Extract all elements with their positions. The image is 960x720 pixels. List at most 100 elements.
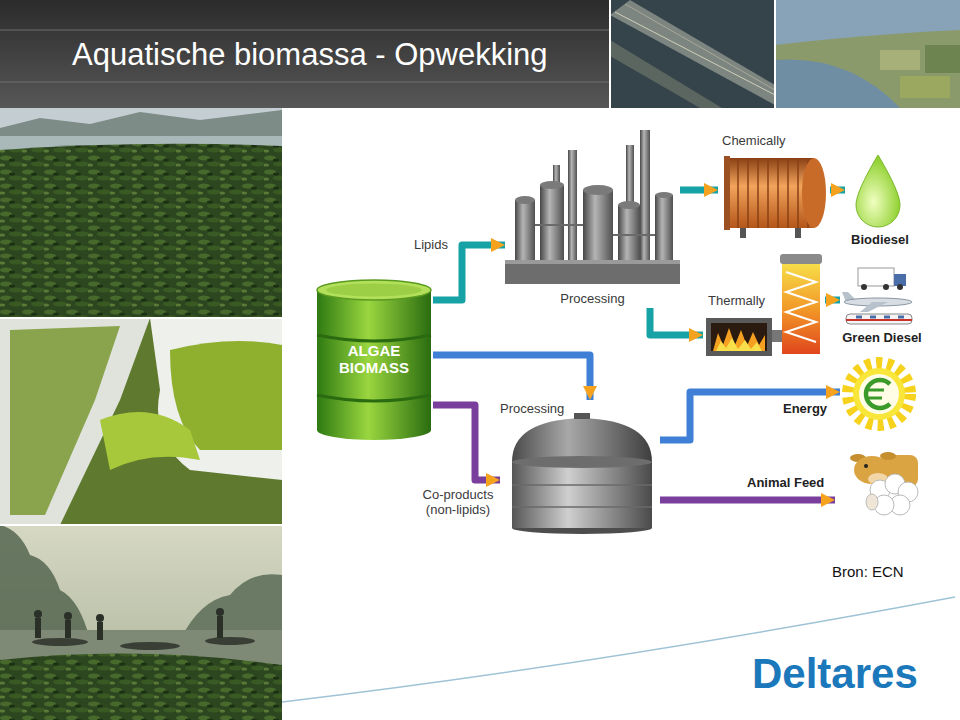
refinery-part — [505, 260, 680, 264]
slide-illustration-part — [0, 317, 282, 319]
node-label: Processing — [500, 402, 564, 417]
refinery-part — [655, 192, 673, 198]
thermal-plant-part — [711, 323, 767, 351]
node-label: Green Diesel — [842, 331, 922, 346]
digester-tank-part — [512, 462, 652, 528]
pipe-connector — [433, 355, 590, 400]
harvest-photo-part — [96, 614, 104, 622]
decor-curve — [282, 597, 955, 702]
refinery-part — [540, 185, 564, 262]
thermal-node: Thermally — [703, 250, 825, 360]
coast-photo — [775, 0, 960, 108]
edge-label: Co-products (non-lipids) — [414, 488, 502, 518]
algae-barrel — [317, 280, 431, 440]
pipe-connector — [660, 497, 835, 504]
transport-icons-part — [870, 316, 876, 319]
pipe-connector — [650, 308, 703, 335]
refinery-part — [613, 234, 655, 236]
transport-icons-part — [897, 284, 903, 290]
harvest-photo-part — [216, 608, 224, 616]
transport-node: Green Diesel — [840, 266, 924, 346]
harvest-photo-part — [34, 610, 42, 618]
algae-pouring-photo-part — [0, 318, 282, 525]
pipe-connector — [660, 392, 840, 440]
algae-barrel-part — [326, 284, 422, 297]
bridge-photo-part — [625, 4, 775, 90]
pipe-connector — [433, 405, 500, 480]
barrel-node: ALGAE BIOMASS — [315, 278, 433, 440]
chemical-reactor-part-part — [787, 158, 789, 228]
pipe-connector — [825, 297, 840, 304]
harvest-photo-part — [32, 638, 88, 646]
thermal-plant-part — [716, 338, 762, 351]
node-label: Animal Feed — [747, 476, 824, 491]
transport-icons-part — [884, 316, 890, 319]
chemical-reactor-part — [740, 228, 746, 238]
refinery-part — [505, 260, 680, 284]
thermal-plant-part — [786, 272, 816, 342]
digester-node: Processing — [500, 400, 660, 532]
chemical-reactor-part — [728, 158, 814, 228]
slide-illustration-part — [609, 0, 611, 108]
digester-tank — [512, 413, 652, 534]
refinery-part — [515, 200, 535, 262]
biodiesel-drop-part — [856, 155, 900, 227]
refinery-part — [583, 190, 613, 262]
pipe-connector — [433, 245, 505, 300]
title-band — [0, 0, 610, 108]
refinery-part — [640, 130, 650, 260]
energy-sun-part — [853, 368, 905, 420]
harvest-photo-part — [65, 620, 71, 638]
refinery-part — [540, 181, 564, 189]
thermal-plant-part — [706, 318, 772, 356]
title-band-part — [0, 0, 610, 108]
transport-icons — [842, 268, 912, 324]
chemical-reactor-part-part — [737, 158, 739, 228]
animal-feed-icon — [850, 452, 918, 515]
thermal-plant-part — [782, 262, 820, 354]
bridge-photo — [610, 0, 775, 108]
algae-pouring-photo-part — [100, 412, 200, 470]
node-label: Processing — [560, 292, 624, 307]
transport-icons-part — [846, 314, 912, 324]
refinery-part — [535, 224, 583, 226]
biodiesel-drop — [856, 155, 900, 227]
reactor-node: Chemically — [718, 132, 830, 240]
animal-feed-icon-part — [866, 494, 878, 510]
harvest-photo-part — [0, 654, 282, 720]
harvest-photo-part — [97, 622, 103, 640]
refinery-part — [618, 201, 640, 209]
digester-tank-part — [512, 418, 652, 462]
refinery-part — [655, 195, 673, 262]
refinery-part — [568, 150, 577, 260]
chemical-reactor-part-part — [757, 158, 759, 228]
harvest-photo-part — [0, 525, 282, 720]
title-band-part — [0, 82, 610, 83]
node-label: Chemically — [722, 134, 786, 149]
digester-tank-part — [512, 484, 652, 486]
energy-sun-part — [866, 380, 890, 408]
harvest-photo — [0, 525, 282, 720]
coast-photo-part — [775, 0, 960, 108]
coast-photo-part — [900, 76, 950, 98]
refinery-node: Processing — [505, 128, 680, 308]
edge-label: Lipids — [412, 238, 456, 253]
algae-barrel-part — [317, 395, 431, 401]
transport-icons-part — [860, 302, 888, 312]
coast-photo-part — [775, 30, 960, 108]
pipe-connector — [830, 187, 845, 194]
slide-illustration-part — [774, 0, 776, 108]
chemical-reactor-part-part — [777, 158, 779, 228]
harvest-photo-part — [35, 618, 41, 638]
thermal-plant-part — [772, 330, 782, 342]
node-label: ALGAE BIOMASS — [332, 342, 416, 377]
harvest-photo-part — [64, 612, 72, 620]
chemical-reactor-part — [802, 158, 826, 228]
energy-sun-part — [866, 389, 884, 392]
digester-tank-part — [512, 456, 652, 468]
coast-photo-part — [880, 50, 920, 70]
refinery-part — [618, 205, 640, 262]
